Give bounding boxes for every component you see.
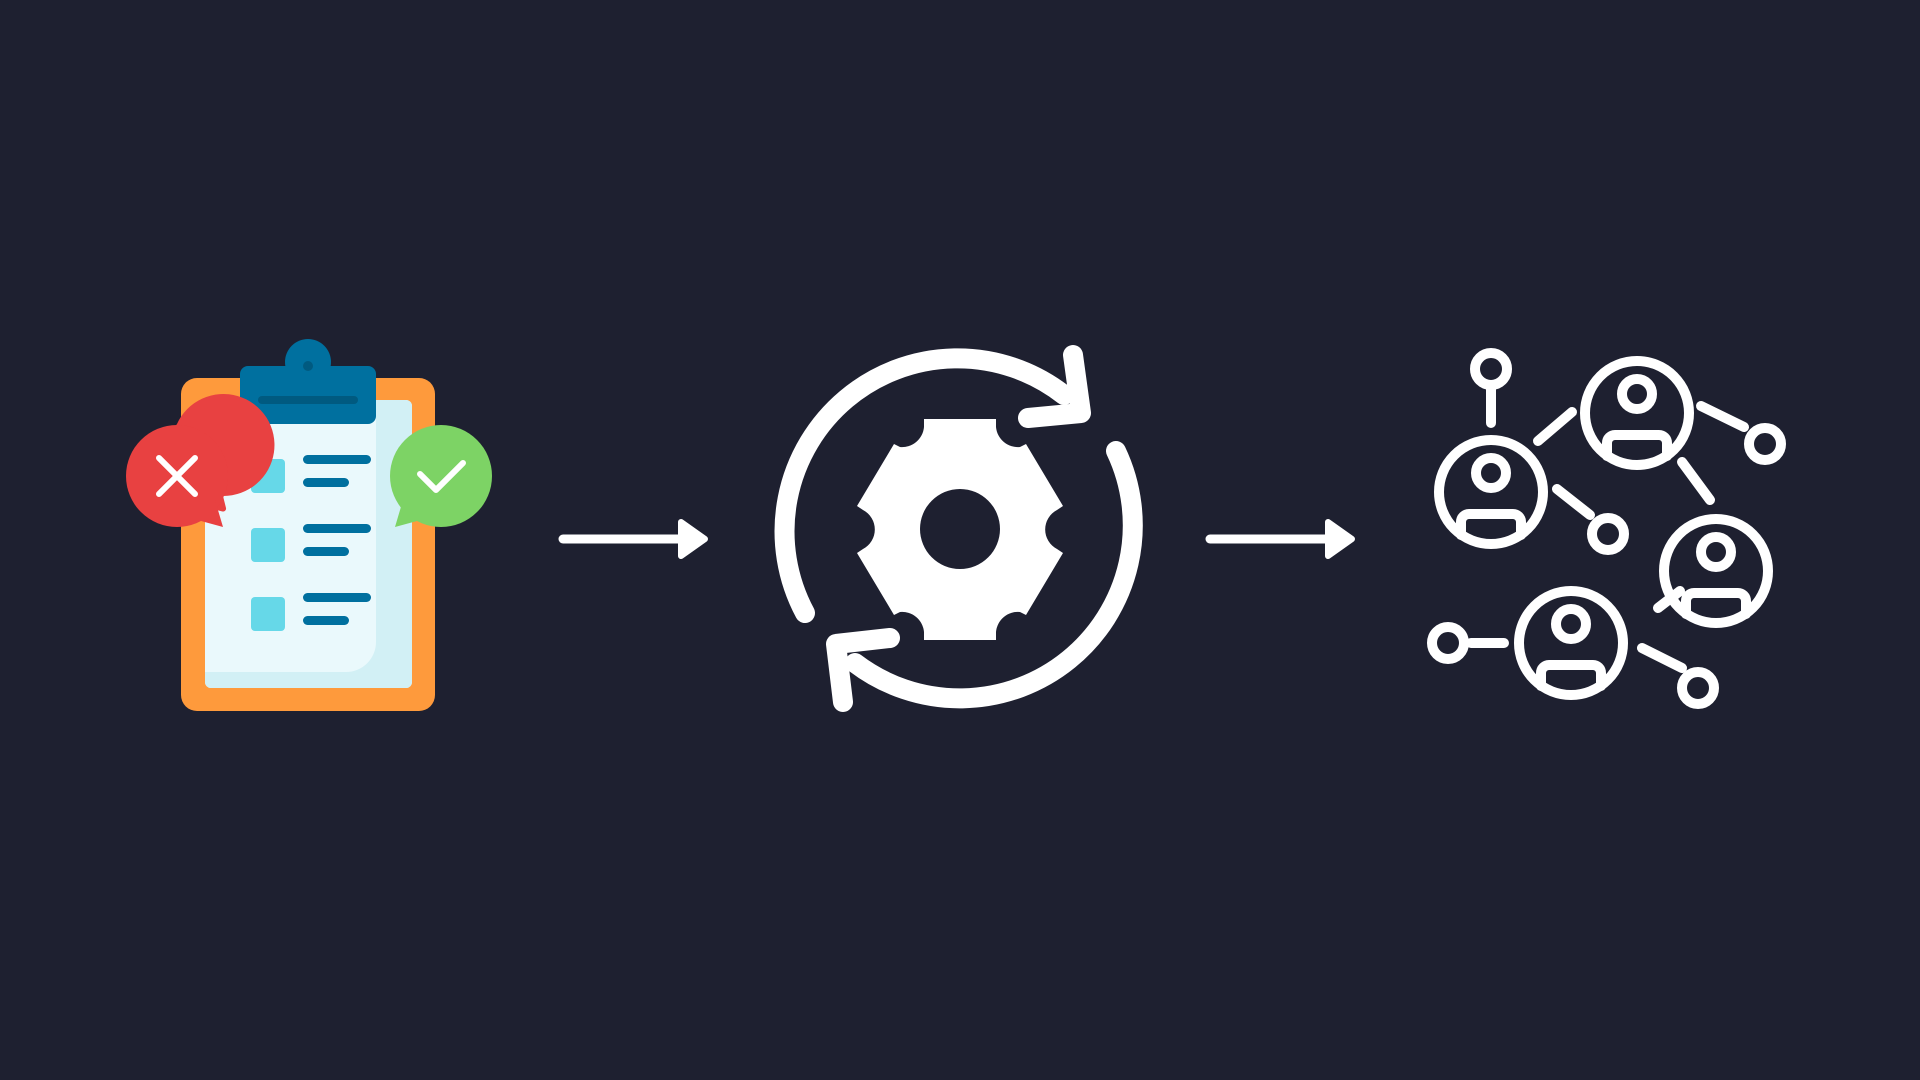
checkbox [251, 597, 285, 631]
checklist-row [251, 593, 371, 631]
network-node [1587, 513, 1629, 555]
right-arrow-icon [1205, 519, 1355, 559]
text-line [303, 547, 349, 556]
user-avatar [1659, 514, 1773, 628]
clipboard-clip [240, 366, 376, 424]
clipboard-clip-hole [303, 361, 313, 371]
checklist-row [251, 524, 371, 562]
gear-icon [857, 419, 1063, 640]
user-avatar [1514, 586, 1628, 700]
clipboard-checklist-icon [126, 339, 492, 711]
network-node [1470, 348, 1512, 390]
text-line [303, 478, 349, 487]
network-node [1744, 423, 1786, 465]
cycle-arrows [774, 345, 1143, 712]
clipboard-paper-shade [205, 400, 412, 688]
network-node [1427, 622, 1469, 664]
gear-hole [920, 489, 1000, 569]
user-avatar [1434, 435, 1548, 549]
network-node [1677, 667, 1719, 709]
clipboard-clip-bar [258, 396, 358, 404]
text-line [303, 593, 371, 602]
text-line [303, 524, 371, 533]
network-links [1466, 380, 1749, 673]
reject-bubble [126, 394, 275, 527]
approve-bubble [390, 425, 492, 527]
text-line [303, 455, 371, 464]
gear-cycle-icon [774, 345, 1143, 712]
right-arrow-icon [558, 519, 708, 559]
user-network-icon [1427, 348, 1786, 709]
user-avatar [1580, 356, 1694, 470]
x-mark-icon [156, 455, 198, 497]
checkmark-icon [417, 460, 466, 493]
text-line [303, 616, 349, 625]
checkbox [251, 528, 285, 562]
